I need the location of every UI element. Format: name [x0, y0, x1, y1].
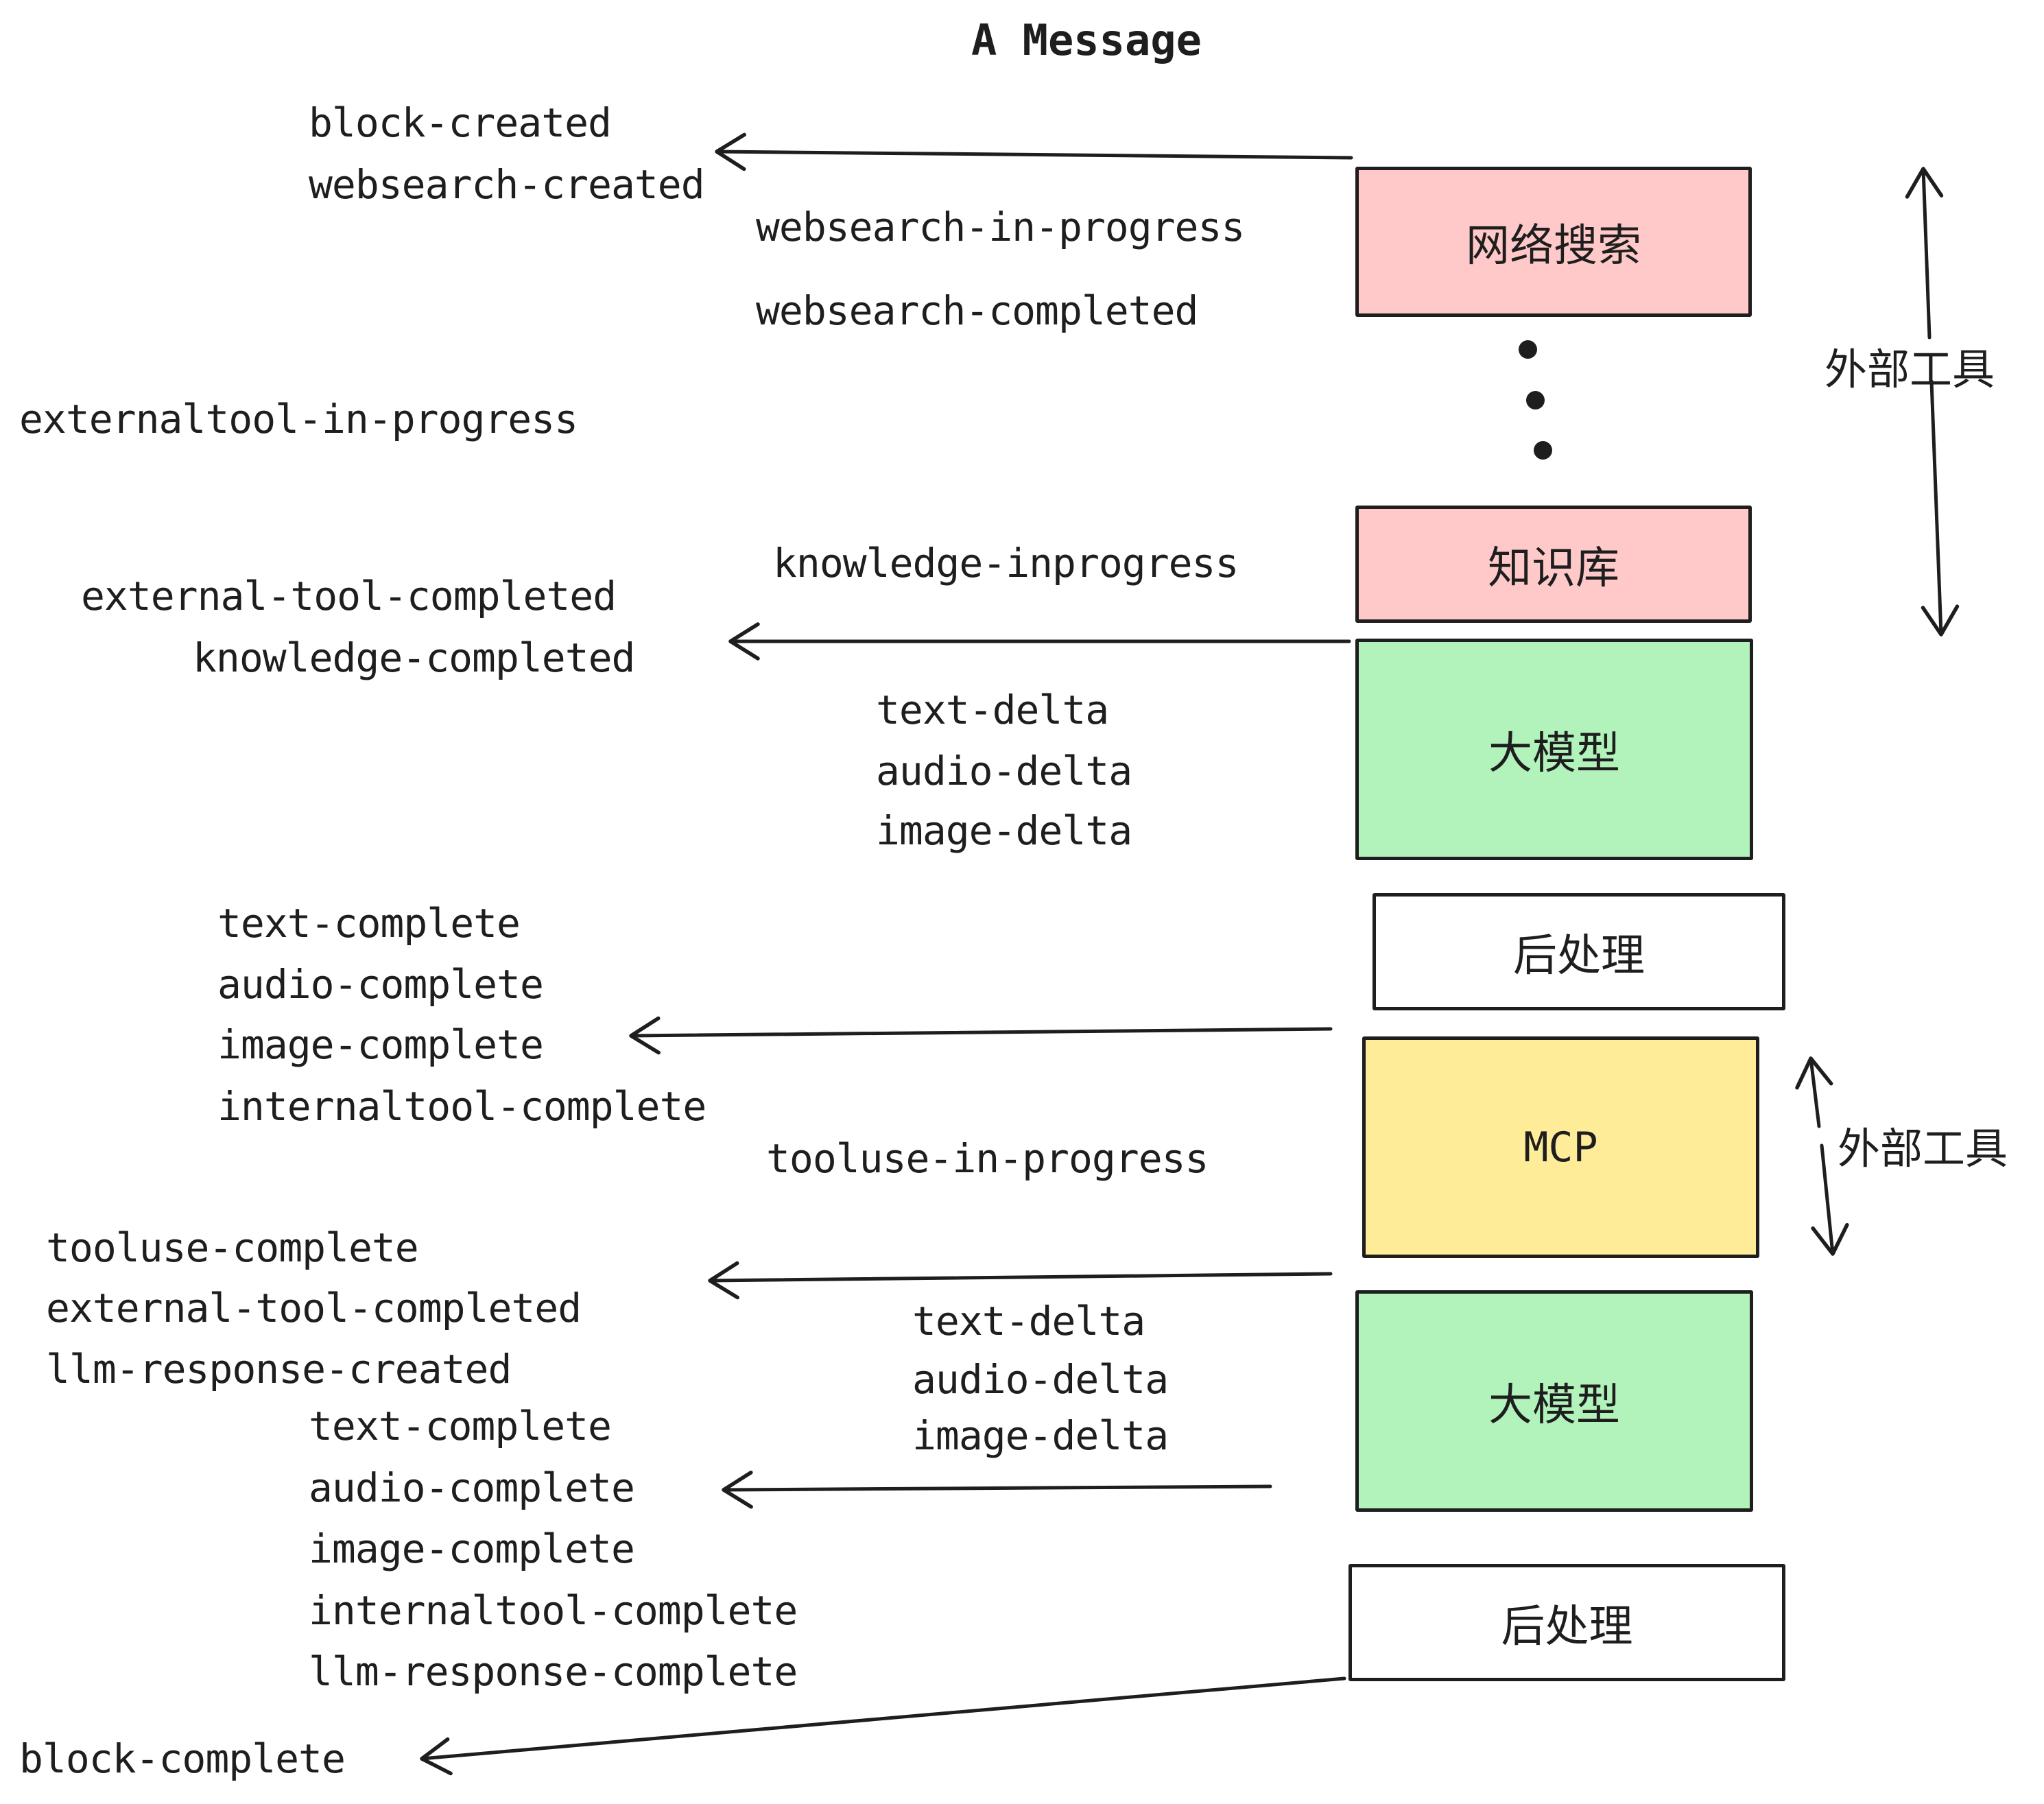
box-mcp: MCP [1362, 1036, 1759, 1258]
event-block-complete: block-complete [19, 1735, 346, 1782]
box-llm-2: 大模型 [1355, 1290, 1753, 1512]
event-tooluse-in-progress: tooluse-in-progress [766, 1135, 1209, 1182]
external-tools-up-arrow-mcp [1795, 1056, 1833, 1128]
box-knowledge-label: 知识库 [1488, 543, 1619, 594]
external-tools-down-arrow-mcp [1811, 1143, 1849, 1256]
event-external-tool-completed-1: external-tool-completed [81, 573, 617, 619]
box-websearch: 网络搜索 [1355, 167, 1752, 317]
box-llm-1: 大模型 [1355, 639, 1753, 860]
event-llm-response-created: llm-response-created [46, 1346, 512, 1392]
event-llm-response-complete: llm-response-complete [309, 1648, 798, 1695]
event-image-complete-2: image-complete [309, 1526, 635, 1572]
box-postprocess-1: 后处理 [1372, 893, 1785, 1010]
event-audio-complete-2: audio-complete [309, 1464, 635, 1511]
event-websearch-completed: websearch-completed [756, 287, 1198, 334]
event-tooluse-complete: tooluse-complete [46, 1224, 419, 1271]
external-tools-label-top: 外部工具 [1825, 344, 1995, 394]
box-llm-1-label: 大模型 [1488, 728, 1620, 779]
box-postprocess-2-label: 后处理 [1501, 1601, 1633, 1652]
arrow-llm2-to-audio-complete [722, 1470, 1272, 1509]
event-text-delta-1: text-delta [876, 687, 1109, 733]
event-knowledge-inprogress: knowledge-inprogress [773, 540, 1239, 586]
event-audio-complete-1: audio-complete [217, 961, 544, 1008]
box-mcp-label: MCP [1523, 1123, 1598, 1172]
event-internaltool-complete-1: internaltool-complete [217, 1083, 706, 1130]
arrow-to-image-complete [629, 1016, 1333, 1055]
ellipsis-dot-2 [1526, 391, 1545, 410]
event-externaltool-in-progress: externaltool-in-progress [19, 396, 578, 442]
arrow-websearch-to-block-created [715, 132, 1353, 171]
event-image-delta-1: image-delta [876, 807, 1132, 854]
box-postprocess-2: 后处理 [1348, 1564, 1785, 1681]
external-tools-label-mcp: 外部工具 [1838, 1124, 2008, 1174]
arrow-mcp-to-external-tool-completed [708, 1261, 1333, 1300]
event-image-delta-2: image-delta [912, 1412, 1169, 1459]
ellipsis-dot-3 [1534, 441, 1552, 460]
event-text-delta-2: text-delta [912, 1298, 1145, 1344]
event-text-complete-2: text-complete [309, 1403, 612, 1449]
event-knowledge-completed: knowledge-completed [193, 634, 635, 681]
event-audio-delta-1: audio-delta [876, 748, 1132, 794]
event-image-complete-1: image-complete [217, 1021, 544, 1068]
external-tools-down-arrow-top [1921, 379, 1960, 637]
event-audio-delta-2: audio-delta [912, 1356, 1169, 1403]
external-tools-up-arrow-top [1905, 167, 1944, 340]
event-block-created: block-created [309, 99, 612, 146]
event-internaltool-complete-2: internaltool-complete [309, 1587, 798, 1634]
box-knowledge: 知识库 [1355, 506, 1752, 623]
box-postprocess-1-label: 后处理 [1513, 930, 1645, 982]
ellipsis-dot-1 [1519, 340, 1537, 359]
event-external-tool-completed-2: external-tool-completed [46, 1285, 582, 1331]
event-websearch-created: websearch-created [309, 161, 705, 208]
box-llm-2-label: 大模型 [1488, 1379, 1620, 1431]
diagram-title: A Message [971, 15, 1202, 65]
box-websearch-label: 网络搜索 [1466, 220, 1641, 272]
event-text-complete-1: text-complete [217, 900, 521, 947]
event-websearch-in-progress: websearch-in-progress [756, 204, 1245, 250]
